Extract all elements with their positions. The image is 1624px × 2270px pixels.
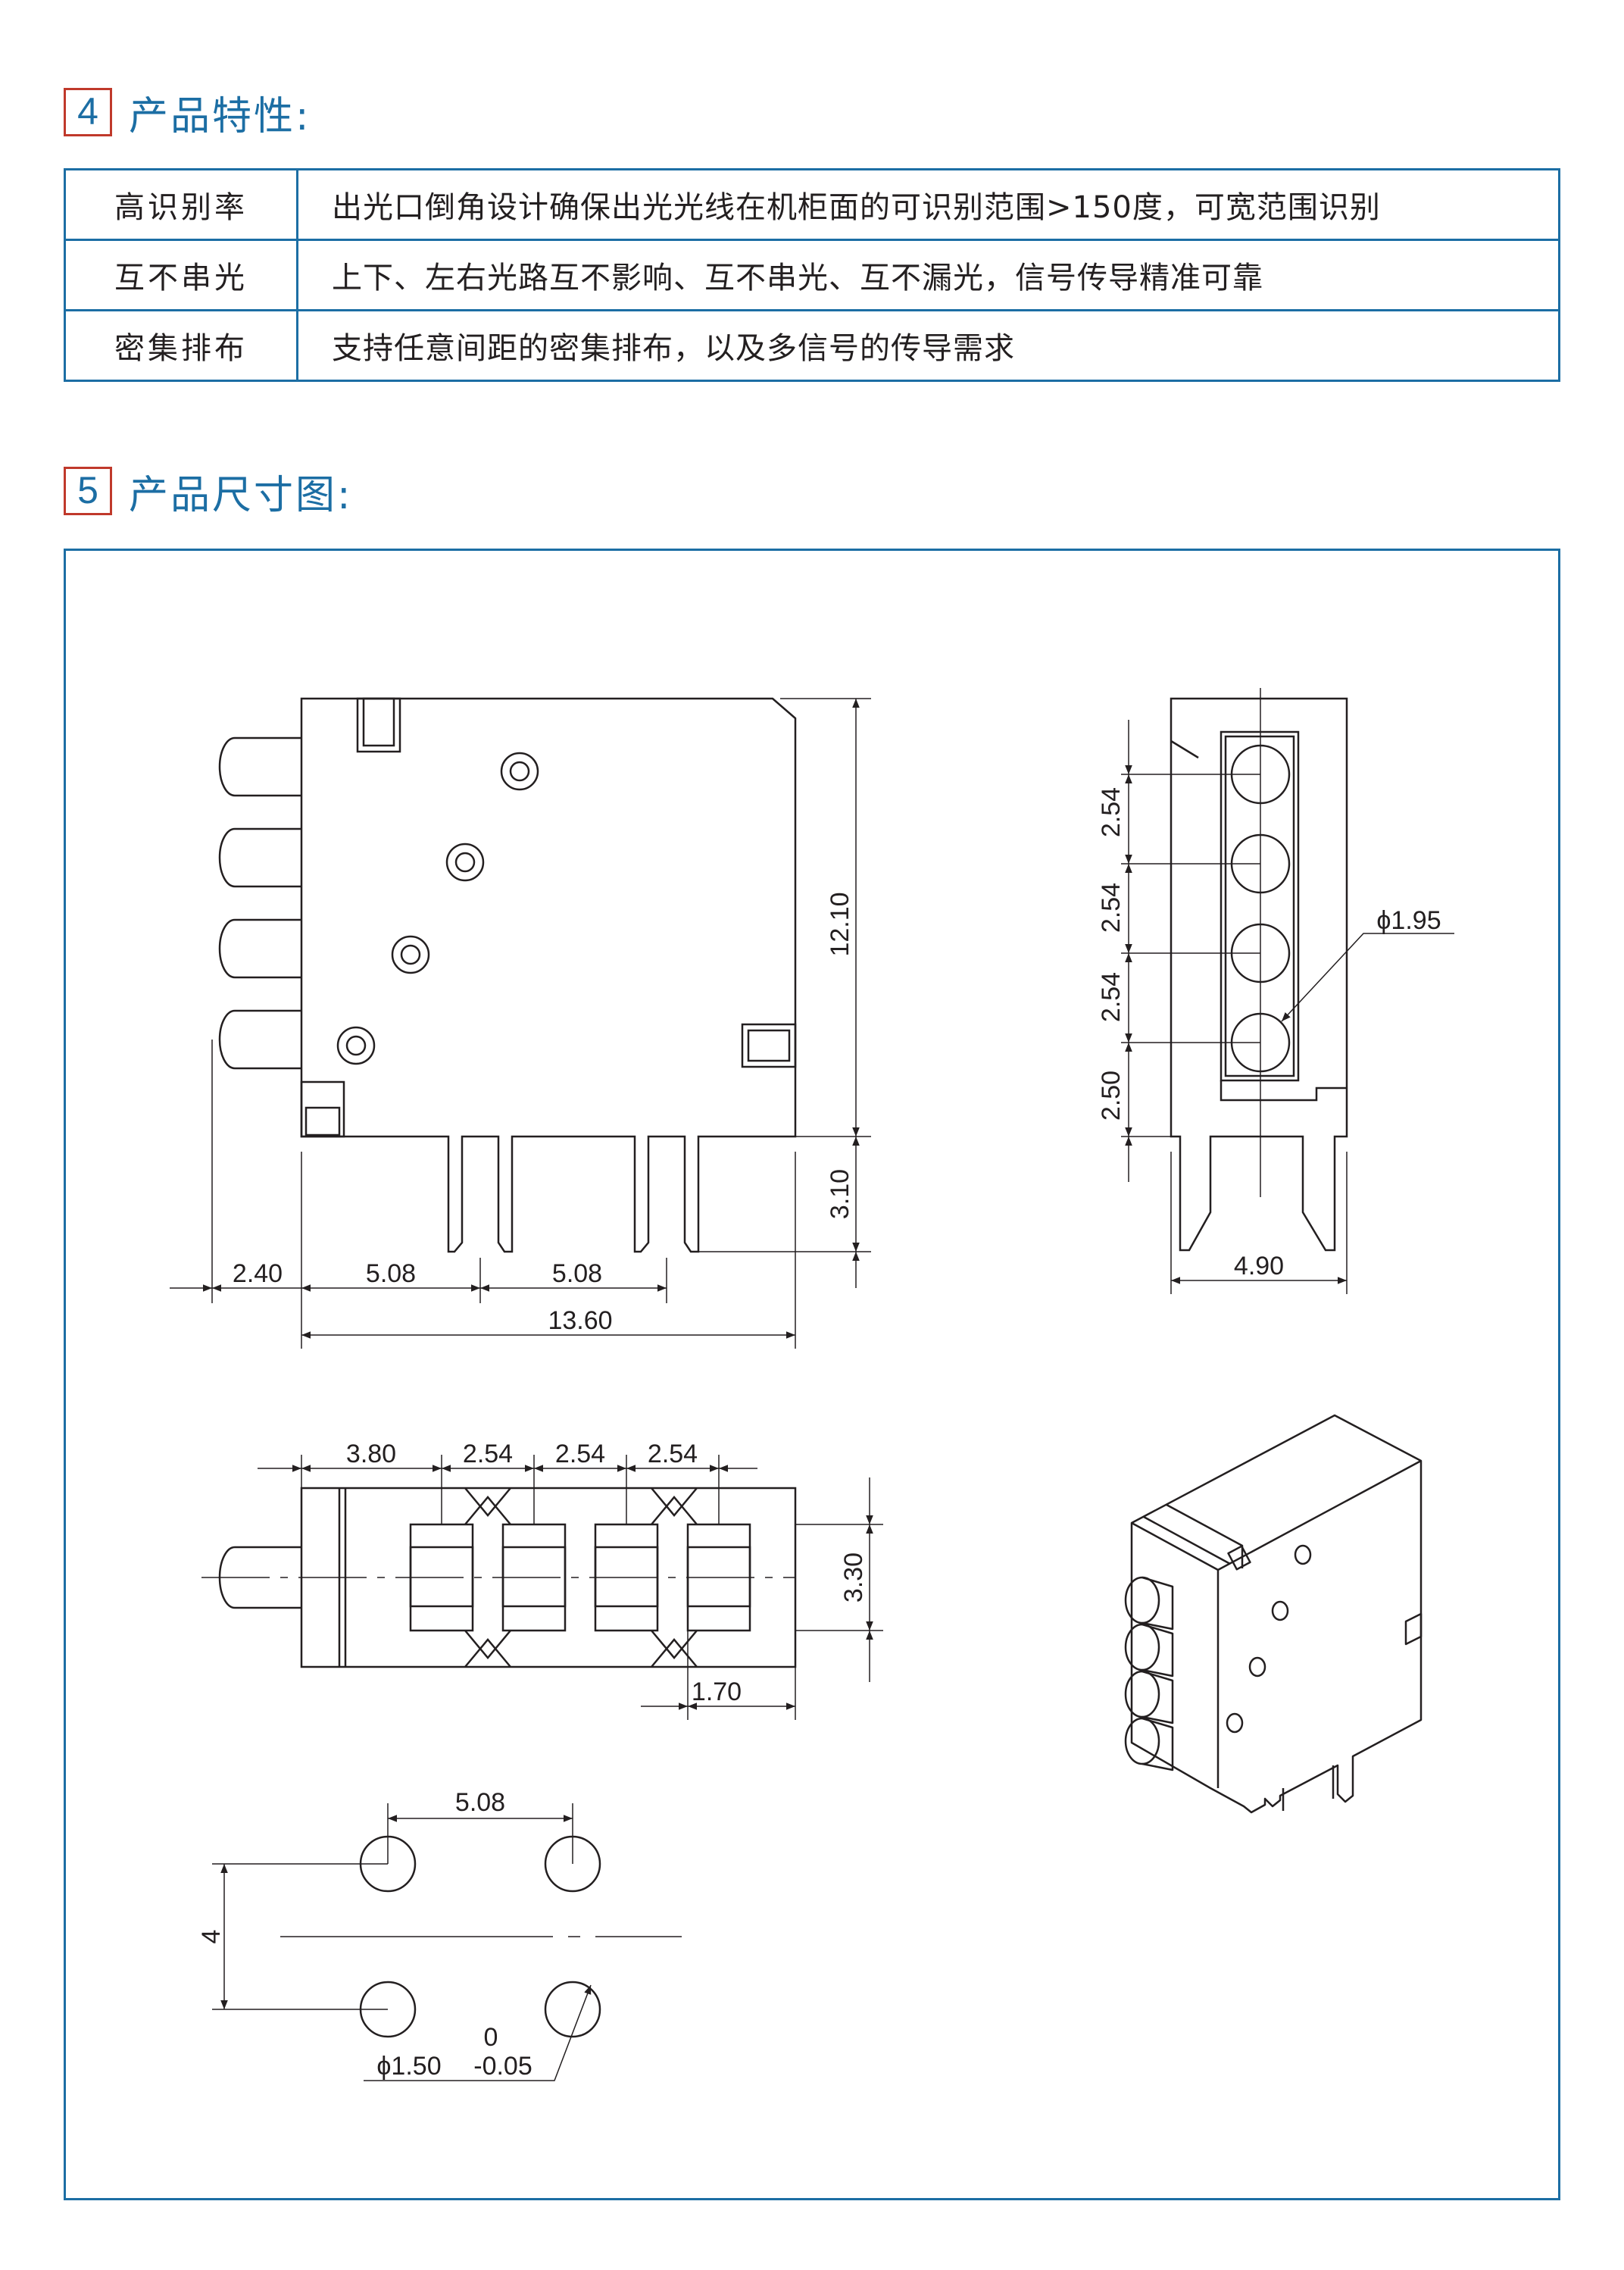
dim-pin-length: 3.10: [826, 1169, 854, 1219]
feature-key: 互不串光: [64, 239, 298, 311]
section-title: 产品特性:: [129, 93, 311, 139]
section-number: 5: [64, 467, 112, 515]
section-4-header: 4 产品特性:: [64, 88, 311, 139]
dim-hole-tol-upper: 0: [484, 2023, 498, 2052]
dim-top-end: 1.70: [692, 1677, 742, 1706]
table-row: 高识别率 出光口倒角设计确保出光光线在机柜面的可识别范围>150度，可宽范围识别: [64, 168, 1560, 241]
dim-pitch-b: 5.08: [552, 1259, 602, 1288]
features-table: 高识别率 出光口倒角设计确保出光光线在机柜面的可识别范围>150度，可宽范围识别…: [64, 168, 1560, 382]
dim-top-offset: 3.80: [346, 1440, 396, 1468]
feature-value: 上下、左右光路互不影响、互不串光、互不漏光，信号传导精准可靠: [296, 239, 1560, 311]
dim-side-height: 12.10: [826, 892, 854, 956]
table-row: 互不串光 上下、左右光路互不影响、互不串光、互不漏光，信号传导精准可靠: [64, 239, 1560, 311]
pcb-dimensions: [212, 1803, 592, 2081]
pcb-footprint: [280, 1835, 682, 2038]
dim-front-width: 4.90: [1234, 1252, 1284, 1280]
dim-front-pitch-2: 2.54: [1097, 883, 1126, 933]
top-view: [201, 1487, 797, 1668]
front-view: [1170, 688, 1348, 1252]
dim-hole-diameter: ϕ1.50: [376, 2052, 441, 2081]
dim-top-pitch-1: 2.54: [463, 1440, 513, 1468]
front-view-dimensions: [1121, 720, 1454, 1294]
dim-top-pitch-3: 2.54: [648, 1440, 698, 1468]
drawing-frame: [64, 549, 1560, 2200]
feature-value: 出光口倒角设计确保出光光线在机柜面的可识别范围>150度，可宽范围识别: [296, 168, 1560, 241]
section-title: 产品尺寸图:: [129, 472, 353, 518]
table-row: 密集排布 支持任意间距的密集排布，以及多信号的传导需求: [64, 309, 1560, 382]
dim-body-length: 13.60: [548, 1306, 612, 1335]
side-view: [218, 697, 797, 1253]
dim-pitch-a: 5.08: [366, 1259, 416, 1288]
side-view-dimensions: [170, 698, 871, 1349]
dim-front-pitch-3: 2.54: [1097, 972, 1126, 1022]
dim-pcb-row: 4: [197, 1930, 226, 1944]
dim-pcb-pitch: 5.08: [455, 1788, 505, 1817]
section-number: 4: [64, 88, 112, 136]
dim-offset-left: 2.40: [233, 1259, 283, 1288]
dim-hole-tol-lower: -0.05: [473, 2052, 532, 2081]
dim-lens-diameter: ϕ1.95: [1376, 906, 1441, 935]
dim-front-bottom: 2.50: [1097, 1071, 1126, 1121]
top-view-dimensions: [258, 1455, 883, 1720]
dim-front-pitch-1: 2.54: [1097, 787, 1126, 837]
section-5-header: 5 产品尺寸图:: [64, 467, 353, 518]
dim-top-pitch-2: 2.54: [555, 1440, 605, 1468]
isometric-view: [1124, 1414, 1423, 1814]
feature-key: 密集排布: [64, 309, 298, 382]
feature-value: 支持任意间距的密集排布，以及多信号的传导需求: [296, 309, 1560, 382]
feature-key: 高识别率: [64, 168, 298, 241]
dim-top-width: 3.30: [839, 1552, 868, 1602]
